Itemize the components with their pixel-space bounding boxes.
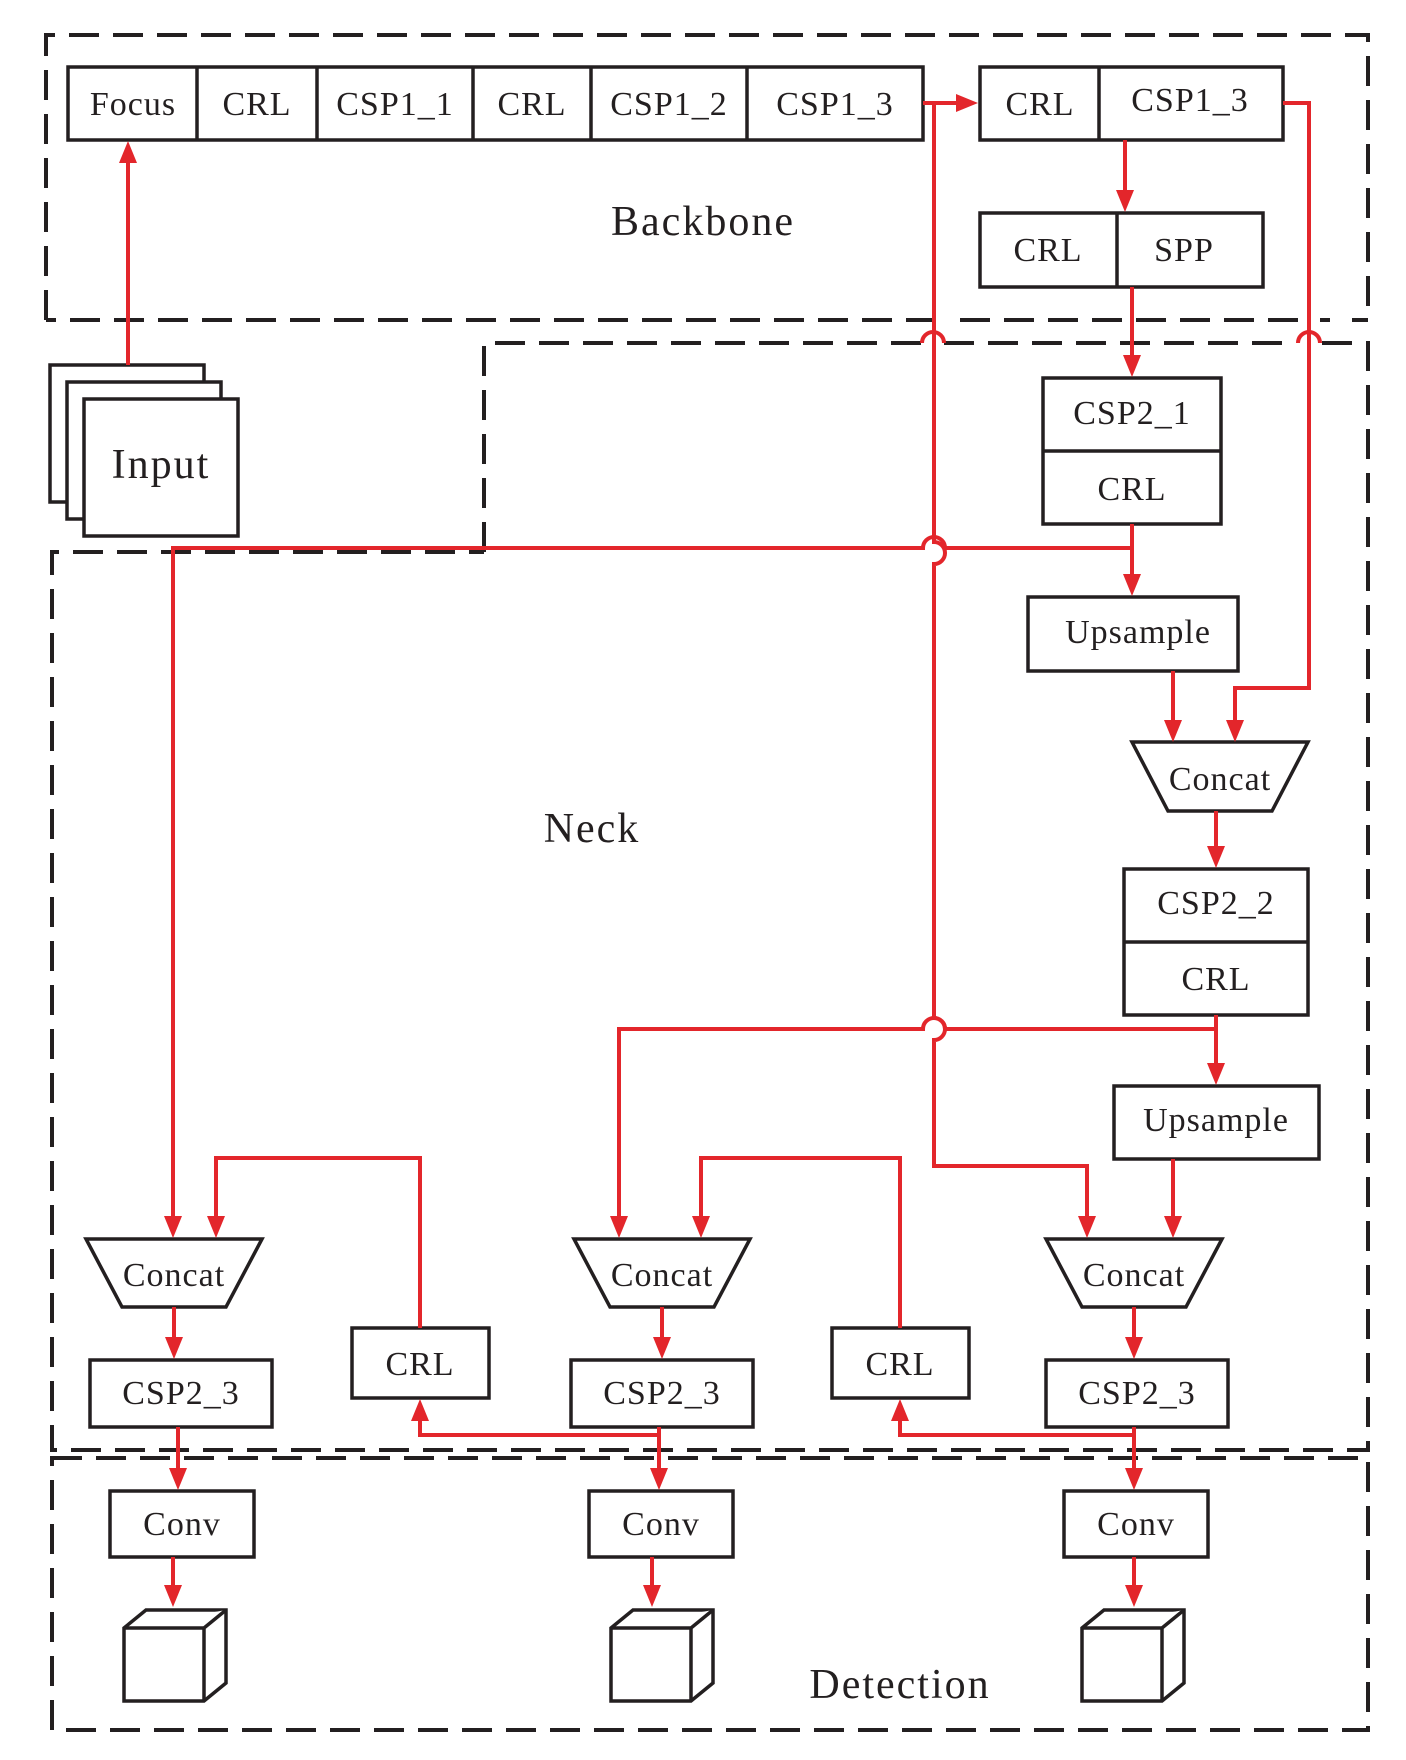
conv-block-left: Conv xyxy=(108,1489,256,1559)
upsample-label: Upsample xyxy=(1143,1102,1289,1139)
input-stack: Input xyxy=(48,363,240,538)
csp2-3-block-mid: CSP2_3 xyxy=(569,1358,755,1429)
detection-label: Detection xyxy=(809,1662,990,1708)
crl-block: CRL xyxy=(497,86,566,123)
csp1-1-block: CSP1_1 xyxy=(336,86,454,123)
connector-concat-to-csp2-3-right xyxy=(1125,1307,1143,1359)
concat-block-top: Concat xyxy=(1129,740,1311,813)
concat-block-right: Concat xyxy=(1043,1237,1225,1309)
connector-csp2-3-left-to-conv xyxy=(169,1427,187,1490)
crl-block-b: CRL xyxy=(830,1326,971,1400)
conv-block-right: Conv xyxy=(1062,1489,1210,1559)
connector-csp1-3-to-crl xyxy=(923,94,978,112)
connector-conv-left-to-output xyxy=(164,1557,182,1607)
connector-csp2-1-to-left-concat xyxy=(164,535,1132,1238)
connector-conv-mid-to-output xyxy=(643,1557,661,1607)
connector-csp2-2-to-upsample xyxy=(1207,1015,1225,1085)
connector-p4-skip xyxy=(1226,101,1311,742)
concat-block-left: Concat xyxy=(83,1237,265,1309)
connector-conv-right-to-output xyxy=(1125,1557,1143,1607)
csp2-3-label: CSP2_3 xyxy=(1078,1375,1196,1412)
connector-crl-a-to-left-concat xyxy=(207,1156,422,1328)
connector-csp2-3-mid-to-crl-a xyxy=(411,1399,659,1437)
connector-concat-to-csp2-3-mid xyxy=(653,1307,671,1359)
cube-icon xyxy=(609,1608,715,1703)
csp2-2-label: CSP2_2 xyxy=(1157,885,1275,922)
upsample-label: Upsample xyxy=(1065,614,1211,651)
conv-label: Conv xyxy=(1097,1506,1175,1543)
cube-icon xyxy=(1080,1608,1186,1703)
crl-label: CRL xyxy=(865,1346,934,1383)
connector-csp2-3-right-to-crl-b xyxy=(891,1399,1134,1437)
concat-label: Concat xyxy=(611,1257,713,1294)
input-label: Input xyxy=(112,442,211,488)
connector-concat-to-csp2-2 xyxy=(1207,811,1225,868)
connector-csp1-3-to-spp xyxy=(1116,140,1134,212)
crl-label: CRL xyxy=(1181,961,1250,998)
crl-label: CRL xyxy=(1097,471,1166,508)
concat-label: Concat xyxy=(1169,761,1271,798)
csp2-3-block-left: CSP2_3 xyxy=(88,1358,274,1429)
backbone-region xyxy=(44,33,1370,322)
backbone-row: Focus CRL CSP1_1 CRL CSP1_2 CSP1_3 xyxy=(66,65,925,142)
csp1-3-block: CSP1_3 xyxy=(776,86,894,123)
csp2-3-label: CSP2_3 xyxy=(122,1375,240,1412)
crl-block: CRL xyxy=(1005,86,1074,123)
crl-block-a: CRL xyxy=(350,1326,491,1400)
csp1-2-block: CSP1_2 xyxy=(610,86,728,123)
csp1-3-block: CSP1_3 xyxy=(1131,82,1249,119)
cube-icon xyxy=(122,1608,228,1703)
connector-csp2-2-to-mid-concat xyxy=(610,1016,1216,1238)
csp2-2-crl-block: CSP2_2 CRL xyxy=(1122,867,1310,1017)
concat-block-mid: Concat xyxy=(571,1237,753,1309)
backbone-block-2: CRL CSP1_3 xyxy=(978,65,1285,142)
connector-upsample-to-right-concat xyxy=(1164,1159,1182,1238)
connector-crl-b-to-mid-concat xyxy=(692,1156,902,1328)
upsample-block-1: Upsample xyxy=(1026,595,1240,673)
concat-label: Concat xyxy=(123,1257,225,1294)
csp2-1-label: CSP2_1 xyxy=(1073,395,1191,432)
conv-label: Conv xyxy=(622,1506,700,1543)
backbone-block-3: CRL SPP xyxy=(978,211,1265,289)
neck-region xyxy=(50,341,1370,1452)
backbone-label: Backbone xyxy=(611,199,795,245)
csp2-1-crl-block: CSP2_1 CRL xyxy=(1041,376,1223,526)
connector-spp-to-csp2-1 xyxy=(1123,287,1141,377)
crl-block: CRL xyxy=(222,86,291,123)
concat-label: Concat xyxy=(1083,1257,1185,1294)
crl-label: CRL xyxy=(385,1346,454,1383)
csp2-3-block-right: CSP2_3 xyxy=(1044,1358,1230,1429)
focus-block: Focus xyxy=(90,86,176,123)
connector-upsample-to-concat xyxy=(1164,671,1182,742)
spp-block: SPP xyxy=(1154,232,1214,269)
connector-input-to-focus xyxy=(119,141,137,365)
conv-block-mid: Conv xyxy=(587,1489,735,1559)
csp2-3-label: CSP2_3 xyxy=(603,1375,721,1412)
upsample-block-2: Upsample xyxy=(1112,1084,1321,1161)
detection-region xyxy=(50,1456,1370,1732)
neck-label: Neck xyxy=(544,806,641,852)
connector-csp2-1-to-upsample xyxy=(1123,524,1141,596)
connector-concat-to-csp2-3-left xyxy=(165,1307,183,1359)
crl-block: CRL xyxy=(1013,232,1082,269)
conv-label: Conv xyxy=(143,1506,221,1543)
